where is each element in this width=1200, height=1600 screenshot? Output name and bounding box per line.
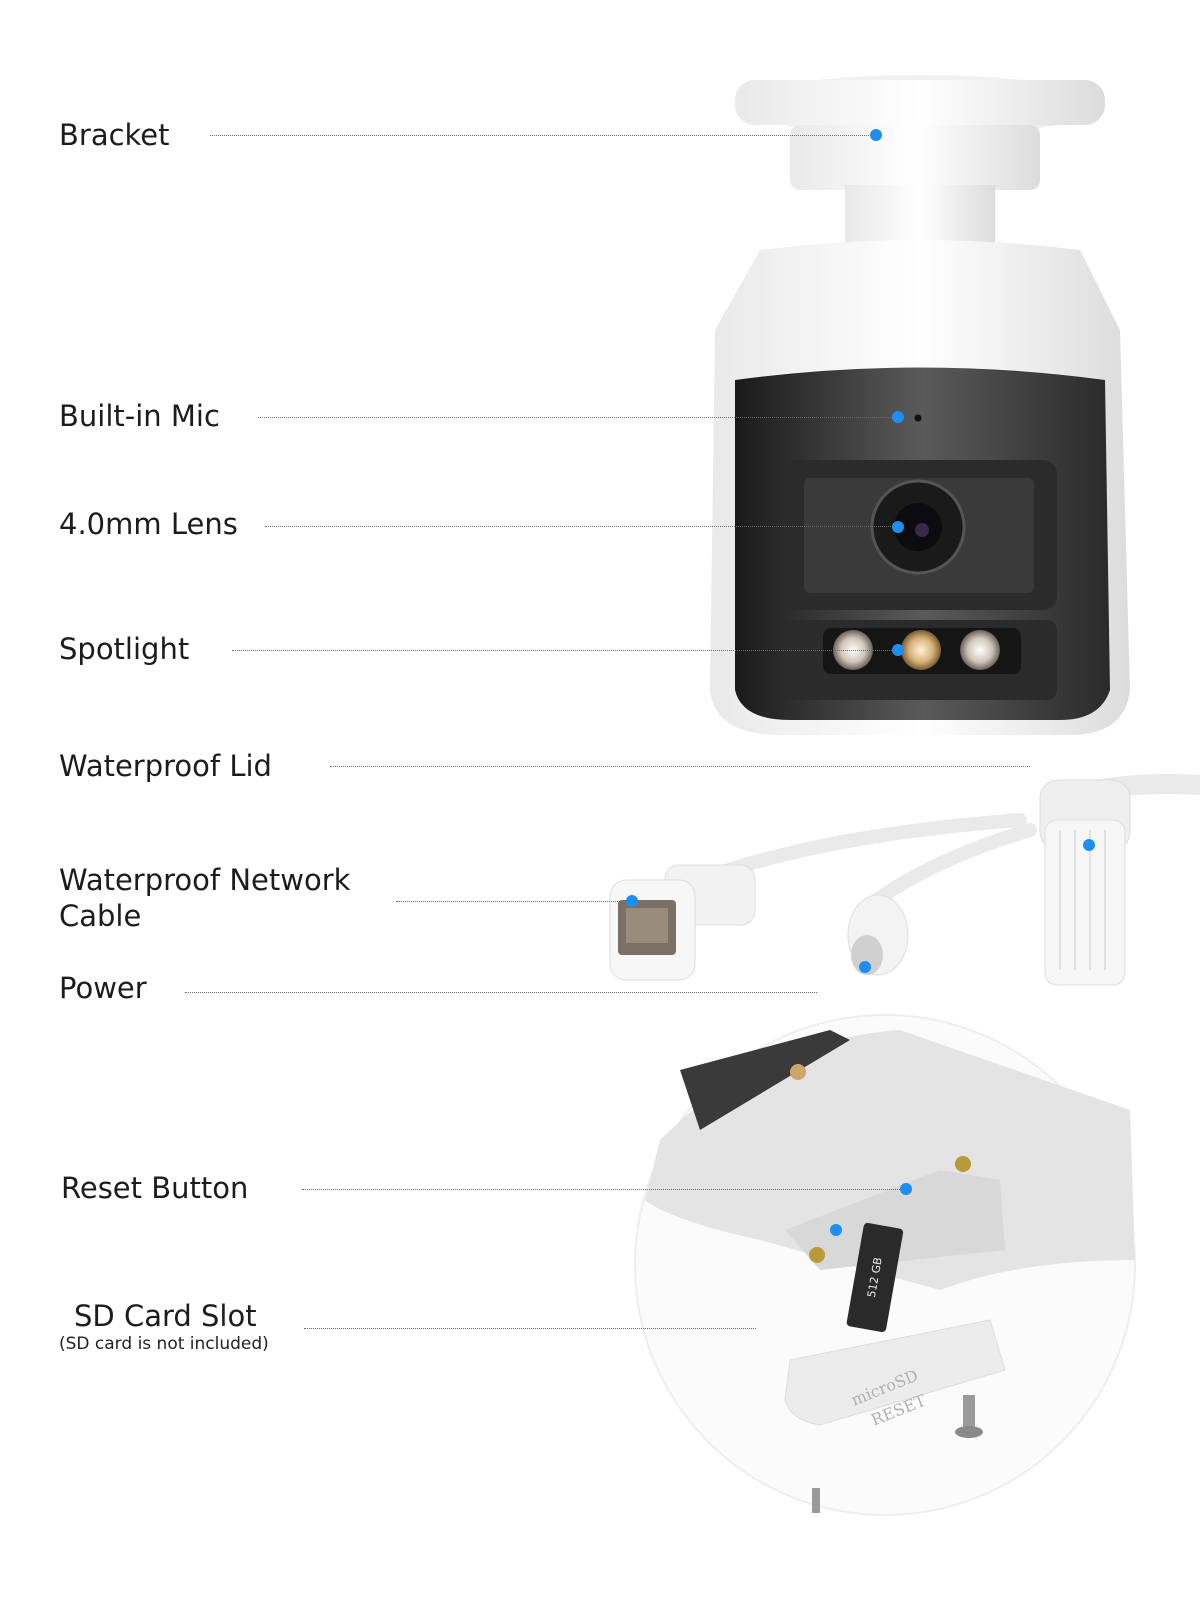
label-lens: 4.0mm Lens bbox=[59, 507, 238, 541]
label-reset-button: Reset Button bbox=[61, 1171, 249, 1205]
leader-power bbox=[185, 992, 817, 993]
power-connector-graphic bbox=[847, 894, 909, 976]
label-built-in-mic: Built-in Mic bbox=[59, 399, 220, 433]
marker-dot-mic bbox=[892, 411, 904, 423]
marker-dot-waterproof-lid bbox=[1083, 839, 1095, 851]
waterproof-lid-graphic bbox=[1039, 779, 1131, 986]
label-network-cable-line2: Cable bbox=[59, 899, 142, 933]
label-bracket: Bracket bbox=[59, 118, 170, 152]
marker-dot-lens bbox=[892, 521, 904, 533]
bracket-graphic bbox=[735, 75, 1105, 245]
leader-network-cable bbox=[396, 901, 628, 902]
marker-dot-network-cable bbox=[626, 895, 638, 907]
detail-inset-graphic: 512 GB microSD RESET bbox=[634, 1014, 1136, 1516]
camera-body-graphic bbox=[710, 240, 1130, 735]
label-network-cable-line1: Waterproof Network bbox=[59, 863, 351, 897]
label-sd-card-slot: SD Card Slot bbox=[74, 1299, 257, 1333]
leader-mic bbox=[258, 417, 893, 418]
marker-dot-reset-button bbox=[900, 1183, 912, 1195]
label-spotlight: Spotlight bbox=[59, 632, 190, 666]
marker-dot-spotlight bbox=[892, 644, 904, 656]
leader-lens bbox=[265, 526, 895, 527]
marker-dot-sd-card-slot bbox=[830, 1224, 842, 1236]
marker-dot-bracket bbox=[870, 129, 882, 141]
leader-bracket bbox=[210, 135, 875, 136]
leader-reset-button bbox=[302, 1189, 902, 1190]
marker-dot-power bbox=[859, 961, 871, 973]
label-waterproof-lid: Waterproof Lid bbox=[59, 749, 272, 783]
leader-spotlight bbox=[232, 650, 894, 651]
network-connector-graphic bbox=[609, 864, 756, 981]
label-sd-card-note: (SD card is not included) bbox=[59, 1334, 269, 1354]
leader-waterproof-lid bbox=[330, 766, 1030, 767]
leader-sd-card-slot bbox=[304, 1328, 756, 1329]
label-power: Power bbox=[59, 971, 147, 1005]
